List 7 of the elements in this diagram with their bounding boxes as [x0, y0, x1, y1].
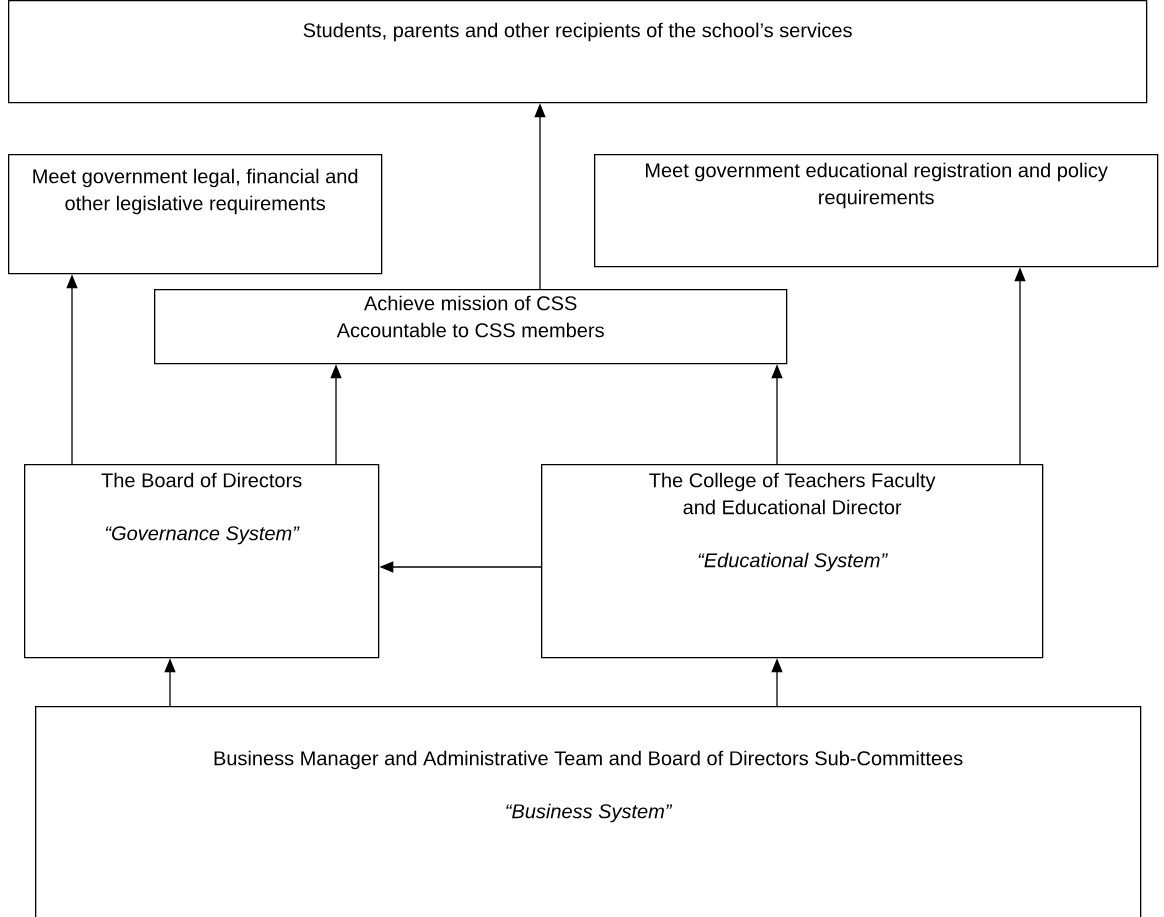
system-box: Business Manager and Administrative Team and Board of Directors Sub-Committees “Business System”	[35, 706, 1142, 917]
recipients-box: Students, parents and other recipients of the school’s services	[8, 0, 1148, 104]
system-box: The Board of Directors “Governance System”	[24, 464, 380, 659]
requirement-box: Meet government legal, financial and other legislative requirements	[8, 154, 383, 275]
system-box: The College of Teachers Faculty and Educational Director “Educational System”	[541, 464, 1044, 659]
mission-box: Achieve mission of CSS Accountable to CSS members	[154, 289, 788, 365]
requirement-box: Meet government educational registration and policy requirements	[594, 154, 1159, 268]
